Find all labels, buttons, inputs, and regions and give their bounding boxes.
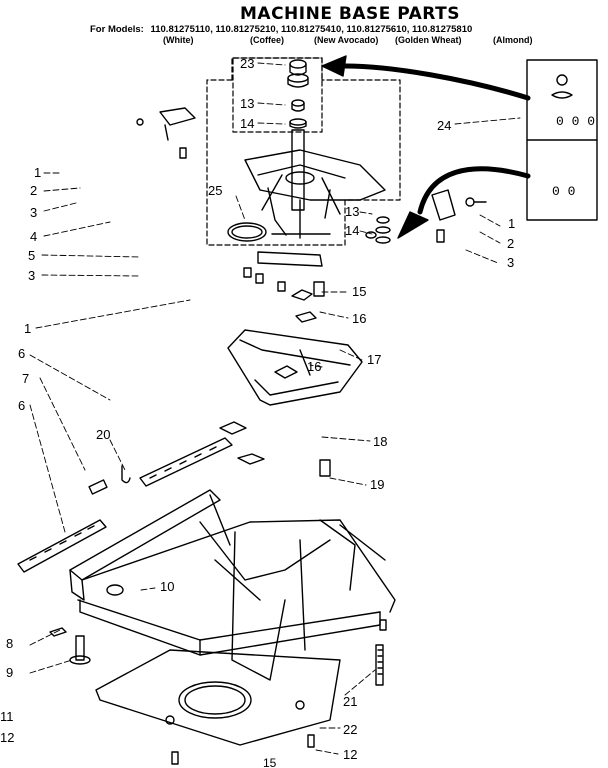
leader-lines xyxy=(29,62,521,755)
callout-11: 11 xyxy=(0,709,14,724)
model-number: 110.81275610, xyxy=(346,24,410,35)
transmission-assembly xyxy=(244,129,386,239)
callout-15: 15 xyxy=(352,284,367,299)
base-frame xyxy=(69,489,396,681)
callout-15: 15 xyxy=(263,756,277,768)
callout-2: 2 xyxy=(507,236,515,251)
callout-14: 14 xyxy=(240,116,255,131)
arrow-24 xyxy=(321,55,531,101)
callout-7: 7 xyxy=(22,371,30,386)
svg-text:0 0 0: 0 0 0 xyxy=(556,114,595,129)
callout-3: 3 xyxy=(28,268,36,283)
models-label: For Models: xyxy=(90,24,144,35)
callout-5: 5 xyxy=(28,248,36,263)
callout-14: 14 xyxy=(345,223,360,238)
model-number: 110.81275810 xyxy=(412,24,473,35)
callout-24: 24 xyxy=(437,118,452,133)
callout-4: 4 xyxy=(30,229,38,244)
callout-22: 22 xyxy=(343,722,358,737)
model-number: 110.81275410, xyxy=(281,24,344,35)
callout-3: 3 xyxy=(30,205,38,220)
model-number: 110.81275210, xyxy=(215,24,279,35)
bushing-13-14 xyxy=(289,99,307,129)
small-clips xyxy=(291,289,317,323)
platform-17 xyxy=(227,329,363,406)
tabs-18 xyxy=(219,421,331,477)
stud-cluster xyxy=(365,216,391,244)
callout-21: 21 xyxy=(343,694,358,709)
ring-25 xyxy=(227,222,267,242)
callout-1: 1 xyxy=(508,216,516,231)
callout-3: 3 xyxy=(507,255,515,270)
callout-18: 18 xyxy=(373,434,388,449)
model-color: (Golden Wheat) xyxy=(395,35,462,45)
callout-20: 20 xyxy=(96,427,111,442)
callout-17: 17 xyxy=(367,352,382,367)
callout-12: 12 xyxy=(343,747,358,762)
callout-16: 16 xyxy=(307,359,322,374)
cap-part-23 xyxy=(287,59,309,88)
model-list: For Models: 110.81275110, 110.81275210, … xyxy=(90,24,472,35)
callout-23: 23 xyxy=(240,56,255,71)
slotted-bars xyxy=(17,437,233,573)
callout-13: 13 xyxy=(240,96,255,111)
callout-2: 2 xyxy=(30,183,38,198)
callout-10: 10 xyxy=(160,579,175,594)
base-pan xyxy=(95,649,341,746)
callout-6: 6 xyxy=(18,346,26,361)
model-color: (Coffee) xyxy=(250,35,284,45)
callout-13: 13 xyxy=(345,204,360,219)
support-bar xyxy=(243,251,325,297)
part-24-card: 0 0 0 0 0 xyxy=(526,59,598,221)
callout-1: 1 xyxy=(24,321,32,336)
model-color: (New Avocado) xyxy=(314,35,379,45)
model-color: (White) xyxy=(163,35,194,45)
feet-and-bolts xyxy=(49,619,387,765)
model-number: 110.81275110, xyxy=(150,24,213,35)
right-bracket xyxy=(431,189,487,243)
page-title: MACHINE BASE PARTS xyxy=(240,4,460,24)
arrow-to-cluster xyxy=(397,166,531,239)
callout-12: 12 xyxy=(0,730,15,745)
callout-16: 16 xyxy=(352,311,367,326)
upper-dashed-box xyxy=(206,57,401,246)
svg-text:0 0: 0 0 xyxy=(552,184,575,199)
callout-25: 25 xyxy=(208,183,223,198)
callout-19: 19 xyxy=(370,477,385,492)
callout-9: 9 xyxy=(6,665,14,680)
callout-6: 6 xyxy=(18,398,26,413)
callout-8: 8 xyxy=(6,636,14,651)
model-color: (Almond) xyxy=(493,35,533,45)
callout-1: 1 xyxy=(34,165,42,180)
clip-bracket-left xyxy=(136,107,196,159)
